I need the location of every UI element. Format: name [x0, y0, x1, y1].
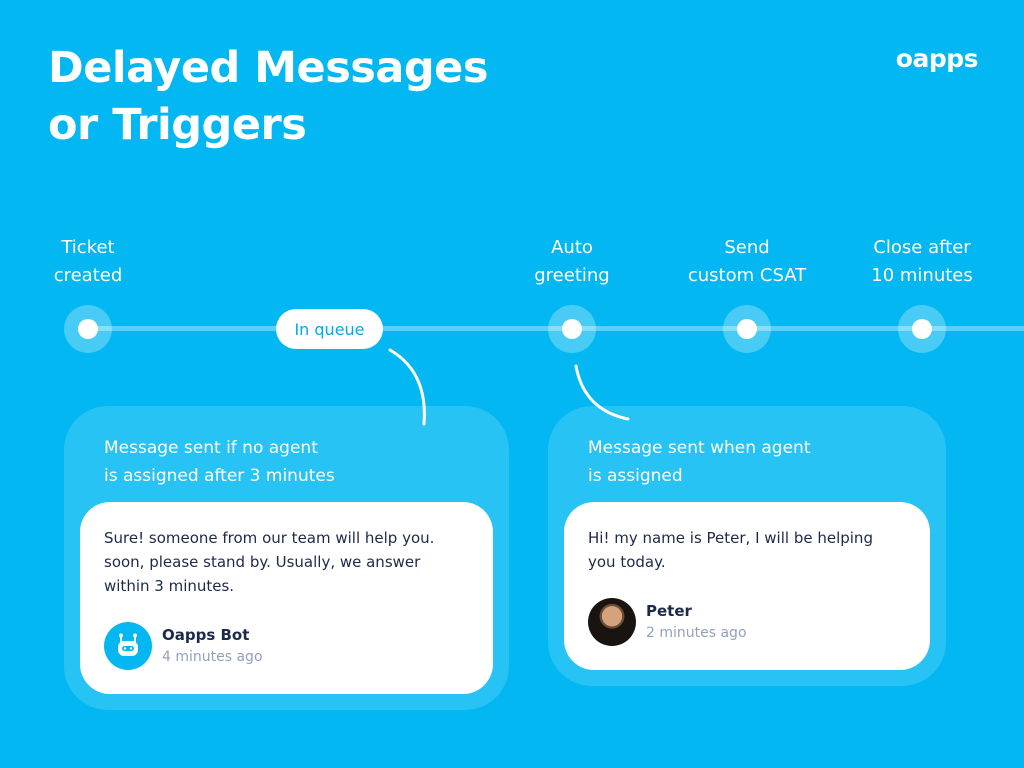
- author-name: Peter: [646, 602, 692, 620]
- step-label-line: Ticket: [61, 237, 115, 258]
- in-queue-pill: In queue: [276, 309, 383, 349]
- author-name: Oapps Bot: [162, 626, 250, 644]
- message-line: Hi! my name is Peter, I will be helping: [588, 529, 873, 547]
- step-label-ticket-created: Ticket created: [3, 234, 173, 290]
- step-label-line: created: [53, 265, 123, 286]
- caption-line: is assigned after 3 minutes: [104, 466, 335, 486]
- step-label-line: greeting: [534, 265, 610, 286]
- step-label-line: Close after: [873, 237, 971, 258]
- title-line-1: Delayed Messages: [48, 43, 488, 93]
- step-label-close-after: Close after 10 minutes: [837, 234, 1007, 290]
- step-label-auto-greeting: Auto greeting: [487, 234, 657, 290]
- step-label-line: 10 minutes: [871, 265, 973, 286]
- brand-logo: oapps: [895, 44, 979, 73]
- title-line-2: or Triggers: [48, 100, 307, 150]
- node-dot-icon: [737, 319, 757, 339]
- step-label-line: Send: [724, 237, 770, 258]
- timeline-node-ticket-created: [64, 305, 112, 353]
- step-label-line: custom CSAT: [687, 265, 807, 286]
- message-line: soon, please stand by. Usually, we answe…: [104, 553, 421, 571]
- page-title: Delayed Messages or Triggers: [48, 40, 488, 154]
- message-author: Oapps Bot 4 minutes ago: [104, 622, 263, 670]
- caption-line: Message sent if no agent: [104, 438, 318, 458]
- node-dot-icon: [562, 319, 582, 339]
- panel-agent-assigned: Message sent when agent is assigned Hi! …: [548, 406, 946, 686]
- author-timestamp: 2 minutes ago: [646, 625, 747, 641]
- timeline-node-auto-greeting: [548, 305, 596, 353]
- panel-caption: Message sent if no agent is assigned aft…: [104, 434, 335, 490]
- message-text: Sure! someone from our team will help yo…: [104, 526, 473, 598]
- caption-line: Message sent when agent: [588, 438, 811, 458]
- message-card: Hi! my name is Peter, I will be helping …: [564, 502, 930, 670]
- step-label-send-csat: Send custom CSAT: [662, 234, 832, 290]
- avatar: [104, 622, 152, 670]
- timeline-node-close-after: [898, 305, 946, 353]
- panel-no-agent: Message sent if no agent is assigned aft…: [64, 406, 509, 710]
- message-line: Sure! someone from our team will help yo…: [104, 529, 435, 547]
- message-text: Hi! my name is Peter, I will be helping …: [588, 526, 910, 574]
- panel-caption: Message sent when agent is assigned: [588, 434, 811, 490]
- message-line: within 3 minutes.: [104, 577, 235, 595]
- user-photo-avatar: [588, 598, 636, 646]
- caption-line: is assigned: [588, 466, 683, 486]
- node-dot-icon: [78, 319, 98, 339]
- timeline-track: [88, 326, 1024, 331]
- step-label-line: Auto: [551, 237, 593, 258]
- author-timestamp: 4 minutes ago: [162, 649, 263, 665]
- message-author: Peter 2 minutes ago: [588, 598, 747, 646]
- message-card: Sure! someone from our team will help yo…: [80, 502, 493, 694]
- node-dot-icon: [912, 319, 932, 339]
- connector-curve-queue: [388, 348, 426, 426]
- timeline-node-send-csat: [723, 305, 771, 353]
- message-line: you today.: [588, 553, 666, 571]
- robot-icon: [118, 633, 138, 656]
- connector-curve-greeting: [574, 364, 630, 421]
